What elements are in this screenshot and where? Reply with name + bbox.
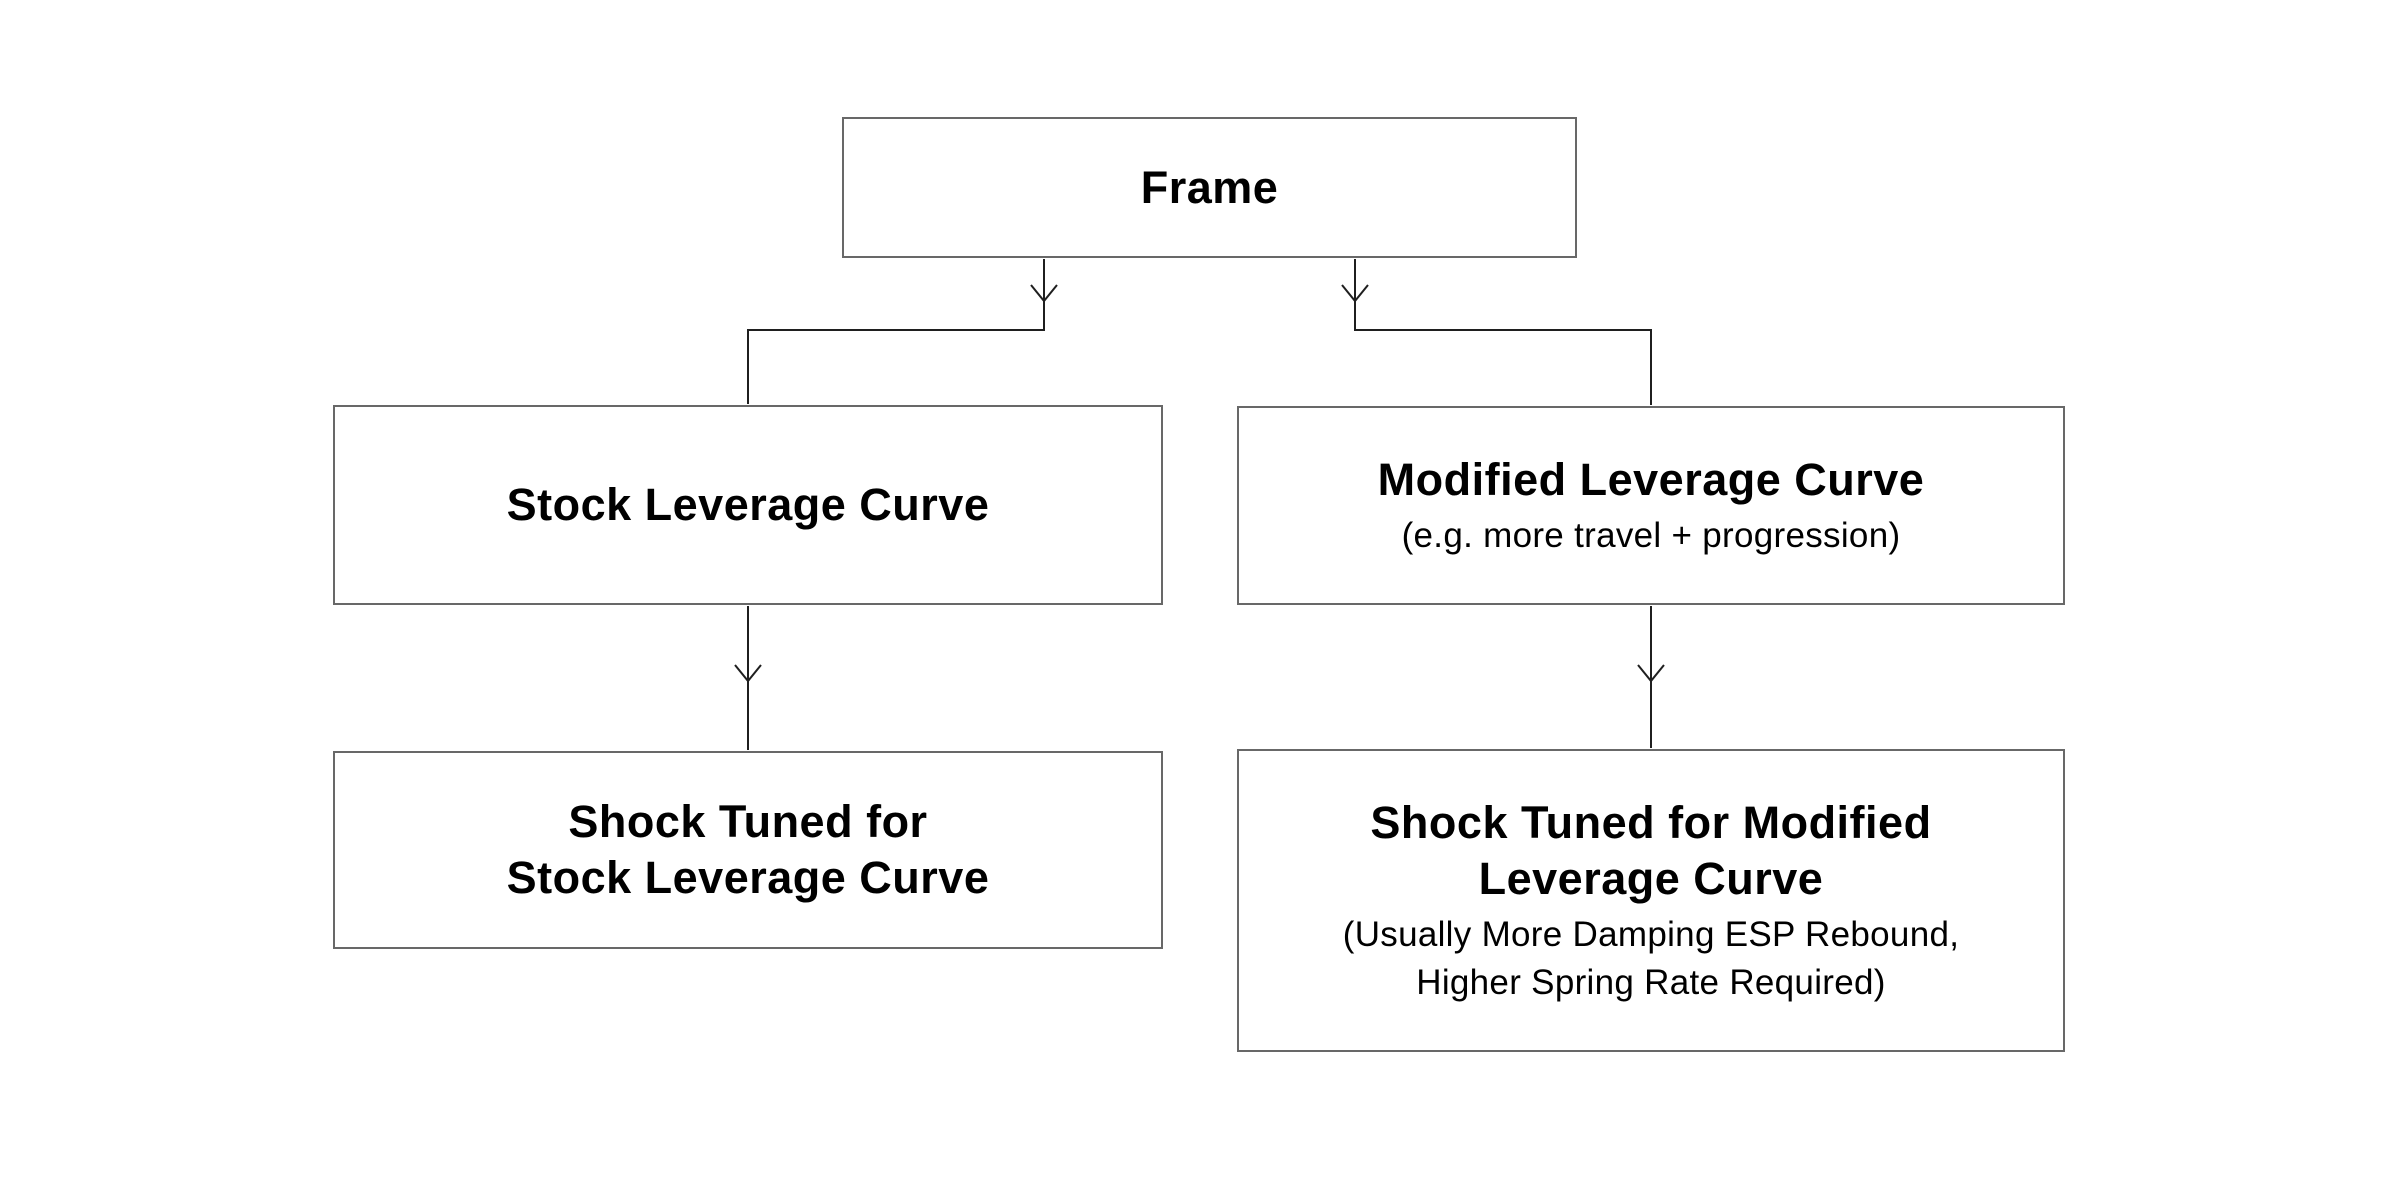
node-frame-title: Frame	[1140, 161, 1279, 213]
arrowhead-down-icon	[1637, 664, 1665, 683]
node-shock-tuned-modified: Shock Tuned for Modified Leverage Curve …	[1237, 749, 2065, 1052]
node-stock-title: Stock Leverage Curve	[506, 479, 990, 530]
connector-frame-to-stock	[747, 259, 1045, 404]
node-modified-title: Modified Leverage Curve	[1377, 453, 1925, 505]
node-shock-tuned-stock: Shock Tuned for Stock Leverage Curve	[333, 751, 1163, 949]
node-shock-stock-title: Shock Tuned for Stock Leverage Curve	[506, 796, 990, 903]
connector-frame-to-modified	[1354, 259, 1652, 405]
node-modified-leverage-curve: Modified Leverage Curve (e.g. more trave…	[1237, 406, 2065, 605]
arrowhead-down-icon	[1030, 284, 1058, 303]
arrowhead-down-icon	[1341, 284, 1369, 303]
node-shock-modified-title: Shock Tuned for Modified Leverage Curve	[1370, 796, 1932, 904]
node-stock-leverage-curve: Stock Leverage Curve	[333, 405, 1163, 605]
node-modified-subtitle: (e.g. more travel + progression)	[1401, 515, 1901, 555]
node-shock-modified-subtitle: (Usually More Damping ESP Rebound, Highe…	[1342, 914, 1960, 1002]
node-frame: Frame	[842, 117, 1577, 258]
arrowhead-down-icon	[734, 664, 762, 683]
